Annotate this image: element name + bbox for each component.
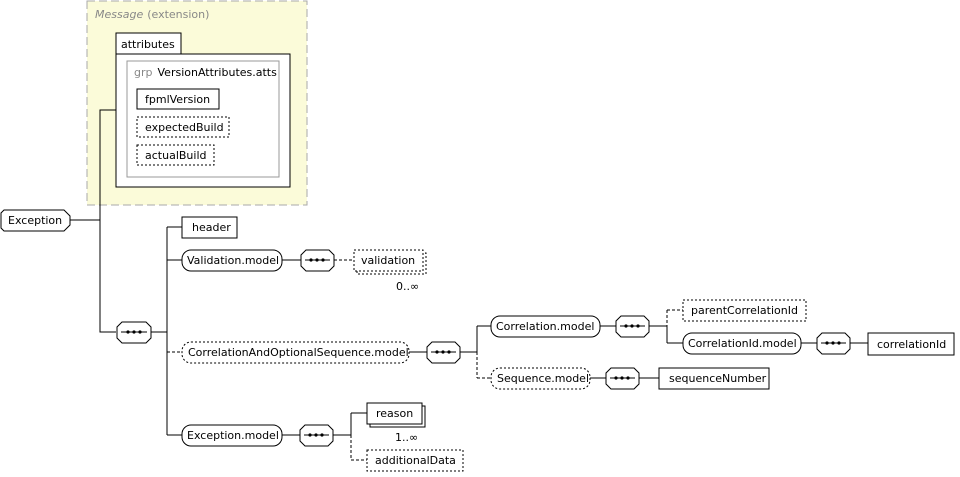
group-correlation-model[interactable]: Correlation.model [490, 315, 601, 338]
svg-text:fpmlVersion: fpmlVersion [145, 93, 210, 106]
svg-text:CorrelationId.model: CorrelationId.model [688, 337, 797, 350]
element-additional-data[interactable]: additionalData [366, 449, 464, 472]
attr-fpml-version[interactable]: fpmlVersion [136, 88, 220, 110]
element-header[interactable]: header [181, 216, 238, 239]
svg-text:Correlation.model: Correlation.model [496, 320, 594, 333]
svg-text:sequenceNumber: sequenceNumber [669, 372, 767, 385]
attr-actual-build[interactable]: actualBuild [136, 144, 215, 166]
attr-expected-build[interactable]: expectedBuild [136, 116, 230, 138]
element-reason[interactable]: reason [366, 402, 426, 428]
root-connectors [70, 109, 116, 333]
attributes-title: attributes [121, 38, 175, 51]
group-correlation-id-model[interactable]: CorrelationId.model [682, 332, 802, 355]
svg-text:Exception.model: Exception.model [187, 429, 279, 442]
correlation-model-branches [649, 309, 683, 344]
correlation-model-compositor[interactable] [615, 315, 650, 338]
extension-title: Message(extension) [95, 8, 209, 21]
group-sequence-model[interactable]: Sequence.model [490, 367, 591, 390]
svg-text:additionalData: additionalData [375, 454, 456, 467]
group-exception-model[interactable]: Exception.model [181, 424, 283, 447]
correlation-id-compositor[interactable] [816, 332, 851, 355]
validation-sequence-compositor[interactable] [300, 249, 335, 272]
svg-text:expectedBuild: expectedBuild [145, 121, 224, 134]
reason-cardinality: 1..∞ [395, 431, 418, 444]
svg-text:validation: validation [361, 254, 415, 267]
validation-cardinality: 0..∞ [396, 280, 419, 293]
svg-text:parentCorrelationId: parentCorrelationId [691, 304, 798, 317]
svg-text:Sequence.model: Sequence.model [497, 372, 589, 385]
group-correlation-and-optional-sequence[interactable]: CorrelationAndOptionalSequence.model [181, 341, 410, 364]
exception-model-branches [333, 412, 367, 461]
element-parent-correlation-id[interactable]: parentCorrelationId [682, 299, 807, 322]
svg-text:reason: reason [376, 407, 413, 420]
exception-model-compositor[interactable] [299, 424, 334, 447]
svg-text:actualBuild: actualBuild [145, 149, 206, 162]
correlation-branch-connectors [460, 325, 491, 379]
svg-text:Validation.model: Validation.model [187, 254, 279, 267]
sequence-model-compositor[interactable] [605, 367, 640, 390]
element-sequence-number[interactable]: sequenceNumber [658, 367, 770, 390]
correlation-sequence-compositor[interactable] [426, 341, 461, 364]
svg-text:correlationId: correlationId [877, 338, 946, 351]
svg-text:Exception: Exception [8, 214, 62, 227]
element-correlation-id[interactable]: correlationId [867, 332, 955, 356]
element-validation[interactable]: validation [353, 249, 427, 275]
main-sequence-compositor[interactable] [116, 321, 152, 344]
main-sequence-connectors [151, 226, 182, 436]
svg-text:CorrelationAndOptionalSequence: CorrelationAndOptionalSequence.model [188, 346, 409, 359]
root-element-exception[interactable]: Exception [0, 209, 71, 232]
svg-text:header: header [192, 221, 231, 234]
group-validation-model[interactable]: Validation.model [181, 249, 283, 272]
